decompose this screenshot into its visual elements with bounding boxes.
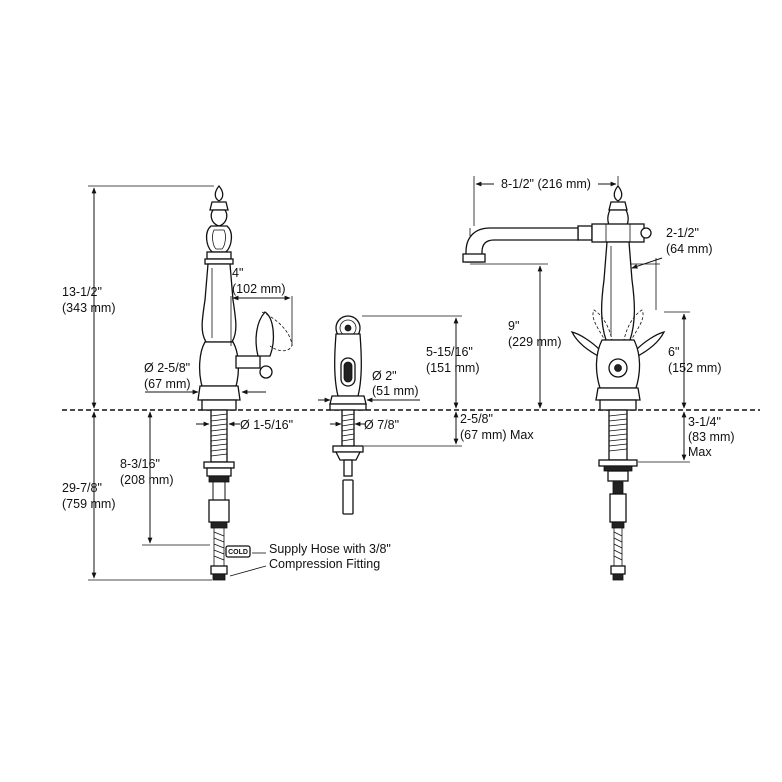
svg-text:9": 9" bbox=[508, 319, 519, 333]
svg-text:Ø 7/8": Ø 7/8" bbox=[364, 418, 399, 432]
svg-text:Ø 2-5/8": Ø 2-5/8" bbox=[144, 361, 190, 375]
svg-text:2-1/2": 2-1/2" bbox=[666, 226, 699, 240]
dim-deck-thickness: 2-5/8" (67 mm) Max bbox=[364, 411, 534, 447]
dim-below-deck-total: 29-7/8" (759 mm) bbox=[62, 411, 212, 581]
svg-text:13-1/2": 13-1/2" bbox=[62, 285, 102, 299]
dim-sprayer-diameter: Ø 2" (51 mm) bbox=[318, 369, 420, 403]
svg-text:4": 4" bbox=[232, 266, 243, 280]
dim-sprayer-shank: Ø 7/8" bbox=[330, 418, 399, 432]
cold-tag bbox=[225, 545, 251, 558]
svg-text:(51 mm): (51 mm) bbox=[372, 384, 419, 398]
svg-text:(102 mm): (102 mm) bbox=[232, 282, 285, 296]
shank-threads bbox=[210, 413, 228, 457]
svg-text:8-1/2" (216 mm): 8-1/2" (216 mm) bbox=[501, 177, 591, 191]
dim-handle-height: 6" (152 mm) bbox=[664, 311, 721, 409]
dim-base-diameter: Ø 2-5/8" (67 mm) bbox=[144, 361, 266, 395]
svg-text:Supply Hose with 3/8": Supply Hose with 3/8" bbox=[269, 542, 391, 556]
dim-spout-reach: 8-1/2" (216 mm) bbox=[473, 174, 619, 226]
svg-text:(64 mm): (64 mm) bbox=[666, 242, 713, 256]
dim-handle-clearance: 4" (102 mm) bbox=[230, 266, 293, 346]
dim-sprayer-height: 5-15/16" (151 mm) bbox=[362, 315, 479, 409]
side-sprayer bbox=[329, 315, 367, 515]
dim-shank-length: 8-3/16" (208 mm) bbox=[120, 411, 210, 546]
dim-handle-swing: 2-1/2" (64 mm) bbox=[630, 226, 713, 310]
dim-spout-height: 9" (229 mm) bbox=[470, 263, 561, 409]
svg-text:(83 mm): (83 mm) bbox=[688, 430, 735, 444]
svg-text:(151 mm): (151 mm) bbox=[426, 361, 479, 375]
dim-shank-diameter: Ø 1-5/16" bbox=[196, 418, 293, 432]
svg-text:Ø 2": Ø 2" bbox=[372, 369, 397, 383]
svg-text:(343 mm): (343 mm) bbox=[62, 301, 115, 315]
faucet-side-view: COLD bbox=[197, 184, 293, 581]
svg-text:29-7/8": 29-7/8" bbox=[62, 481, 102, 495]
dim-overall-height: 13-1/2" (343 mm) bbox=[62, 185, 214, 409]
svg-text:3-1/4": 3-1/4" bbox=[688, 415, 721, 429]
svg-text:Compression Fitting: Compression Fitting bbox=[269, 557, 380, 571]
svg-text:(67 mm): (67 mm) bbox=[144, 377, 191, 391]
dim-max-deck-side: 3-1/4" (83 mm) Max bbox=[638, 411, 735, 463]
svg-text:6": 6" bbox=[668, 345, 679, 359]
cold-tag-label: COLD bbox=[228, 549, 248, 556]
svg-text:2-5/8": 2-5/8" bbox=[460, 412, 493, 426]
svg-text:Ø 1-5/16": Ø 1-5/16" bbox=[240, 418, 293, 432]
svg-text:5-15/16": 5-15/16" bbox=[426, 345, 473, 359]
svg-text:(759 mm): (759 mm) bbox=[62, 497, 115, 511]
svg-text:(67 mm) Max: (67 mm) Max bbox=[460, 428, 534, 442]
svg-text:Max: Max bbox=[688, 445, 712, 459]
supply-hose-note: Supply Hose with 3/8" Compression Fittin… bbox=[229, 542, 391, 577]
faucet-front-view bbox=[462, 184, 666, 581]
svg-text:(152 mm): (152 mm) bbox=[668, 361, 721, 375]
svg-text:8-3/16": 8-3/16" bbox=[120, 457, 160, 471]
svg-text:(208 mm): (208 mm) bbox=[120, 473, 173, 487]
svg-text:(229 mm): (229 mm) bbox=[508, 335, 561, 349]
